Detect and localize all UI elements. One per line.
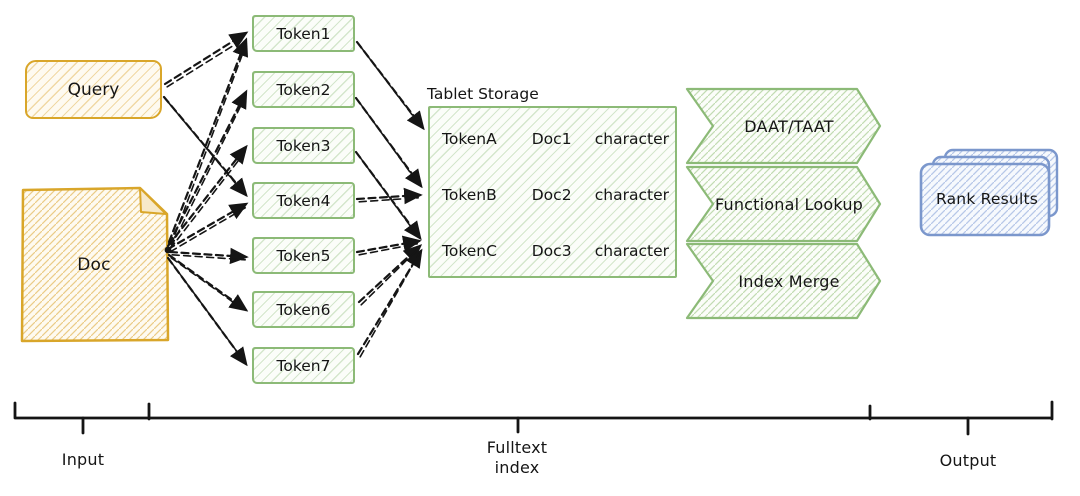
tablet-storage-box: TokenA Doc1 character TokenB Doc2 charac… (428, 106, 677, 278)
rank-results-card-stack (919, 148, 1059, 237)
doc-label: Doc (77, 254, 111, 275)
token-label: Token1 (276, 24, 331, 43)
tablet-cell-char: character (594, 186, 669, 204)
axis-ruler (13, 400, 1054, 436)
axis-label-fulltext-index: Fulltext index (486, 438, 548, 477)
token-label: Token7 (276, 356, 331, 375)
tablet-row: TokenA Doc1 character (442, 125, 669, 153)
rank-results-node: Rank Results (935, 190, 1039, 208)
tablet-row: TokenC Doc3 character (442, 237, 669, 265)
tablet-cell-char: character (594, 130, 669, 148)
token-node-2: Token2 (252, 71, 355, 108)
token-node-6: Token6 (252, 291, 355, 328)
token-label: Token3 (276, 136, 331, 155)
token-label: Token2 (276, 80, 331, 99)
tablet-cell-token: TokenC (442, 242, 497, 260)
operation-daat-taat: DAAT/TAAT (744, 116, 834, 136)
token-label: Token6 (276, 300, 331, 319)
axis-label-output: Output (939, 451, 997, 470)
doc-node: Doc (20, 188, 168, 341)
tablet-storage-title: Tablet Storage (427, 85, 539, 103)
token-node-5: Token5 (252, 237, 355, 274)
connection-arrows (162, 31, 425, 367)
axis-label-input: Input (61, 450, 105, 469)
tablet-row: TokenB Doc2 character (442, 181, 669, 209)
operation-functional-lookup: Functional Lookup (714, 194, 864, 214)
tablet-cell-doc: Doc2 (531, 186, 572, 204)
chevron-shape-functional-lookup (685, 165, 882, 243)
tablet-cell-char: character (594, 242, 669, 260)
token-label: Token5 (276, 246, 331, 265)
chevron-shape-index-merge (685, 242, 882, 320)
tablet-cell-token: TokenA (442, 130, 497, 148)
query-node: Query (25, 60, 162, 119)
chevron-shape-daat (685, 87, 882, 165)
operation-index-merge: Index Merge (738, 271, 840, 291)
token-label: Token4 (276, 191, 331, 210)
doc-shape (20, 186, 170, 343)
token-node-4: Token4 (252, 182, 355, 219)
tablet-cell-doc: Doc1 (531, 130, 572, 148)
query-label: Query (67, 79, 120, 100)
token-node-7: Token7 (252, 347, 355, 384)
token-node-3: Token3 (252, 127, 355, 164)
tablet-cell-token: TokenB (442, 186, 497, 204)
token-node-1: Token1 (252, 15, 355, 52)
tablet-cell-doc: Doc3 (531, 242, 572, 260)
